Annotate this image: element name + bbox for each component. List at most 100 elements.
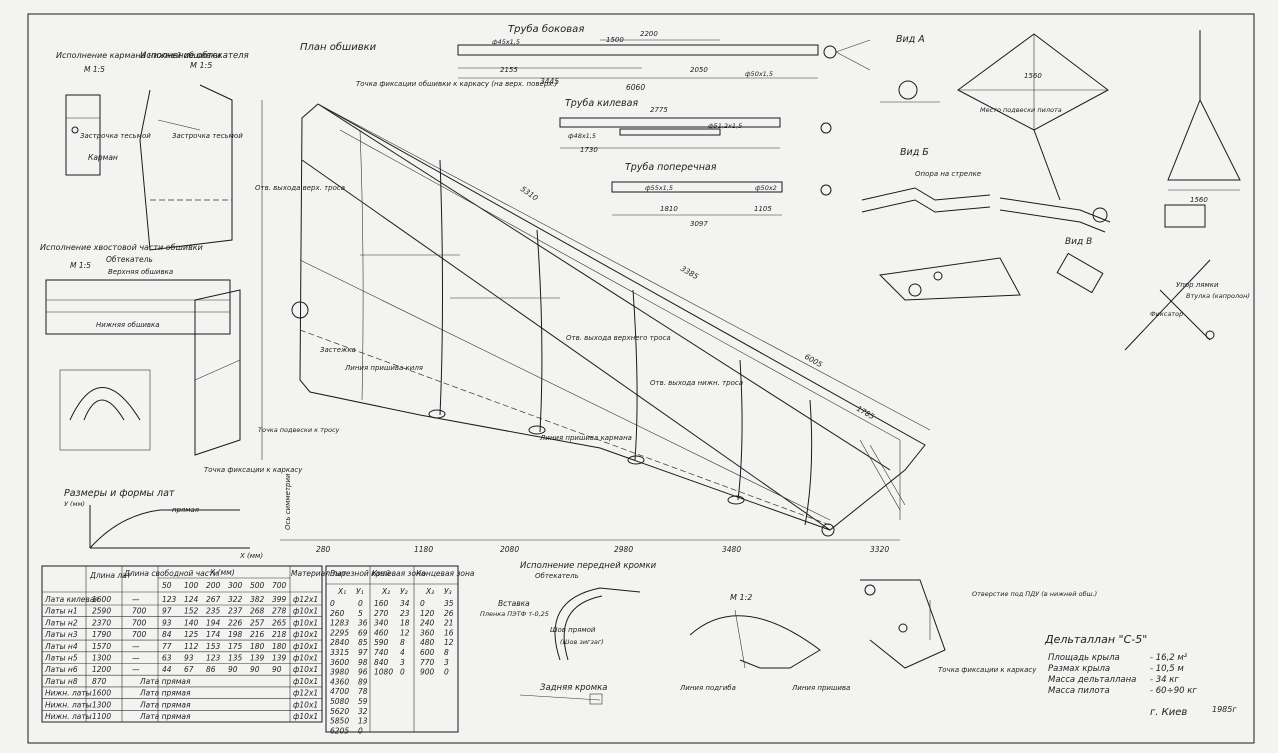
pocket-mark-4 (727, 495, 745, 505)
dim-3320-text: 3320 (870, 545, 889, 554)
title-view-b: Вид Б (900, 147, 929, 158)
label-sleeve: Втулка (капролон) (1186, 292, 1250, 300)
batten-row-value: 90 (228, 665, 238, 674)
batten-row-value: 123 (162, 595, 177, 604)
dim-280-text: 280 (316, 545, 331, 554)
label-zip: Застежка (320, 346, 356, 354)
dim-1500-text: 1500 (606, 36, 624, 44)
section-iii-outline (689, 615, 821, 669)
label-attach-frame: Точка фиксации к каркасу (204, 466, 303, 474)
section-iii (689, 609, 821, 669)
batten-row-length: 2590 (92, 607, 111, 616)
view-b-clamp (1164, 204, 1206, 228)
batten-row-name: Нижн. латы (45, 700, 92, 709)
cross-tube-line (299, 329, 831, 526)
title-view-a: Вид А (896, 34, 925, 45)
batten-row-value: 235 (206, 607, 221, 616)
batten-row-value: 180 (272, 642, 287, 651)
batten-x-col: 100 (184, 581, 199, 590)
dim-5310-text: 5310 (519, 184, 540, 202)
lower-pocket-drawing (65, 94, 101, 176)
batten-row-length: 870 (92, 677, 107, 686)
title-lower-pocket: Исполнение кармана нижней обшивки (56, 51, 221, 60)
title-span-label: Размах крыла (1048, 664, 1110, 674)
keel-x: 590 (374, 638, 389, 647)
tube-sections (820, 122, 832, 196)
section-circle-2 (820, 184, 832, 196)
batten-row-value: 237 (228, 607, 243, 616)
view-v-bracket (1056, 252, 1104, 294)
keel-x: 270 (374, 609, 389, 618)
nose-point (821, 523, 835, 537)
batten-row-value: 226 (228, 618, 243, 627)
batten-row-value: 135 (228, 654, 243, 663)
edge-x: 4360 (330, 677, 349, 686)
keel-tube-insert (619, 128, 721, 136)
label-lock: Фиксатор (1150, 310, 1183, 318)
batten-row-value: 257 (250, 618, 265, 627)
batten-row-value: 124 (184, 595, 199, 604)
batten-row-value: 180 (250, 642, 265, 651)
cross-tube-body (611, 181, 783, 193)
ct-col-y3: У₃ (444, 587, 452, 596)
coord-table-grid (325, 565, 459, 733)
label-hole-pdu: Отверстие под ПДУ (в нижней обш.) (972, 590, 1097, 598)
tube3-text: ф50х1,5 (745, 70, 773, 78)
keel-y: 18 (400, 619, 410, 628)
side-tube-wire (835, 39, 871, 53)
batten-row-value: 268 (250, 607, 265, 616)
title-pilot-value: - 60÷90 кг (1150, 686, 1197, 696)
label-reinforce-2: Застрочка тесьмой (80, 132, 151, 140)
batten-row-value: 77 (162, 642, 172, 651)
edge-y: 36 (358, 619, 368, 628)
batten-row-length: 1790 (92, 630, 111, 639)
title-trailing-edge: Задняя кромка (540, 683, 608, 693)
batten-x-col: 500 (250, 581, 265, 590)
title-view-v: Вид В (1065, 237, 1092, 247)
dim-1560-bar-text: 1560 (1190, 196, 1208, 204)
pocket-mark-3 (627, 455, 645, 465)
tail-skin-drawing (45, 279, 231, 451)
batten-row-free: — (132, 665, 140, 674)
clip-frame (59, 369, 151, 451)
dim-3097-text: 3097 (690, 220, 708, 228)
batten-row-value: 174 (206, 630, 221, 639)
batten-row-value: 198 (228, 630, 243, 639)
tube5-text: ф51,2х1,5 (708, 122, 742, 130)
batten-row-value: 175 (228, 642, 243, 651)
dim-1180-text: 1180 (414, 545, 433, 554)
keel-x: 740 (374, 648, 389, 657)
batten-row-straight: Лата прямая (139, 700, 191, 709)
view-v-drawing (878, 252, 1215, 351)
edge-x: 3980 (330, 668, 349, 677)
dim-2080-text: 2080 (500, 545, 519, 554)
edge-x: 5850 (330, 717, 349, 726)
batten-row-length: 1300 (92, 700, 111, 709)
edge-x: 3315 (330, 648, 349, 657)
edge-y: 98 (358, 658, 368, 667)
pocket-outline (65, 94, 101, 176)
edge-x: 2840 (330, 638, 349, 647)
batten-3 (632, 289, 638, 461)
edge-y: 0 (358, 599, 363, 608)
dim-1785-text: 1785 (855, 404, 876, 421)
end-y: 3 (444, 658, 449, 667)
dim-6005 (339, 129, 901, 441)
trailing-panel (194, 289, 241, 456)
batten-row-straight: Лата прямая (139, 677, 191, 686)
title-name: Дельталлан "С-5" (1044, 633, 1147, 646)
batten-x-col: 200 (206, 581, 221, 590)
side-tube-body (457, 44, 819, 56)
end-x: 120 (420, 609, 435, 618)
bt-h-free: Длина свободной части (123, 569, 218, 578)
side-tube-drawing (457, 39, 871, 79)
end-x: 360 (420, 628, 435, 637)
label-lower-attach: Точка подвески к тросу (258, 426, 340, 434)
leading-edge-line (317, 103, 891, 471)
title-tail-skin: Исполнение хвостовой части обшивки (40, 243, 203, 252)
end-x: 770 (420, 658, 435, 667)
section-circle-1 (820, 122, 832, 134)
batten-row-free: 700 (132, 618, 147, 627)
